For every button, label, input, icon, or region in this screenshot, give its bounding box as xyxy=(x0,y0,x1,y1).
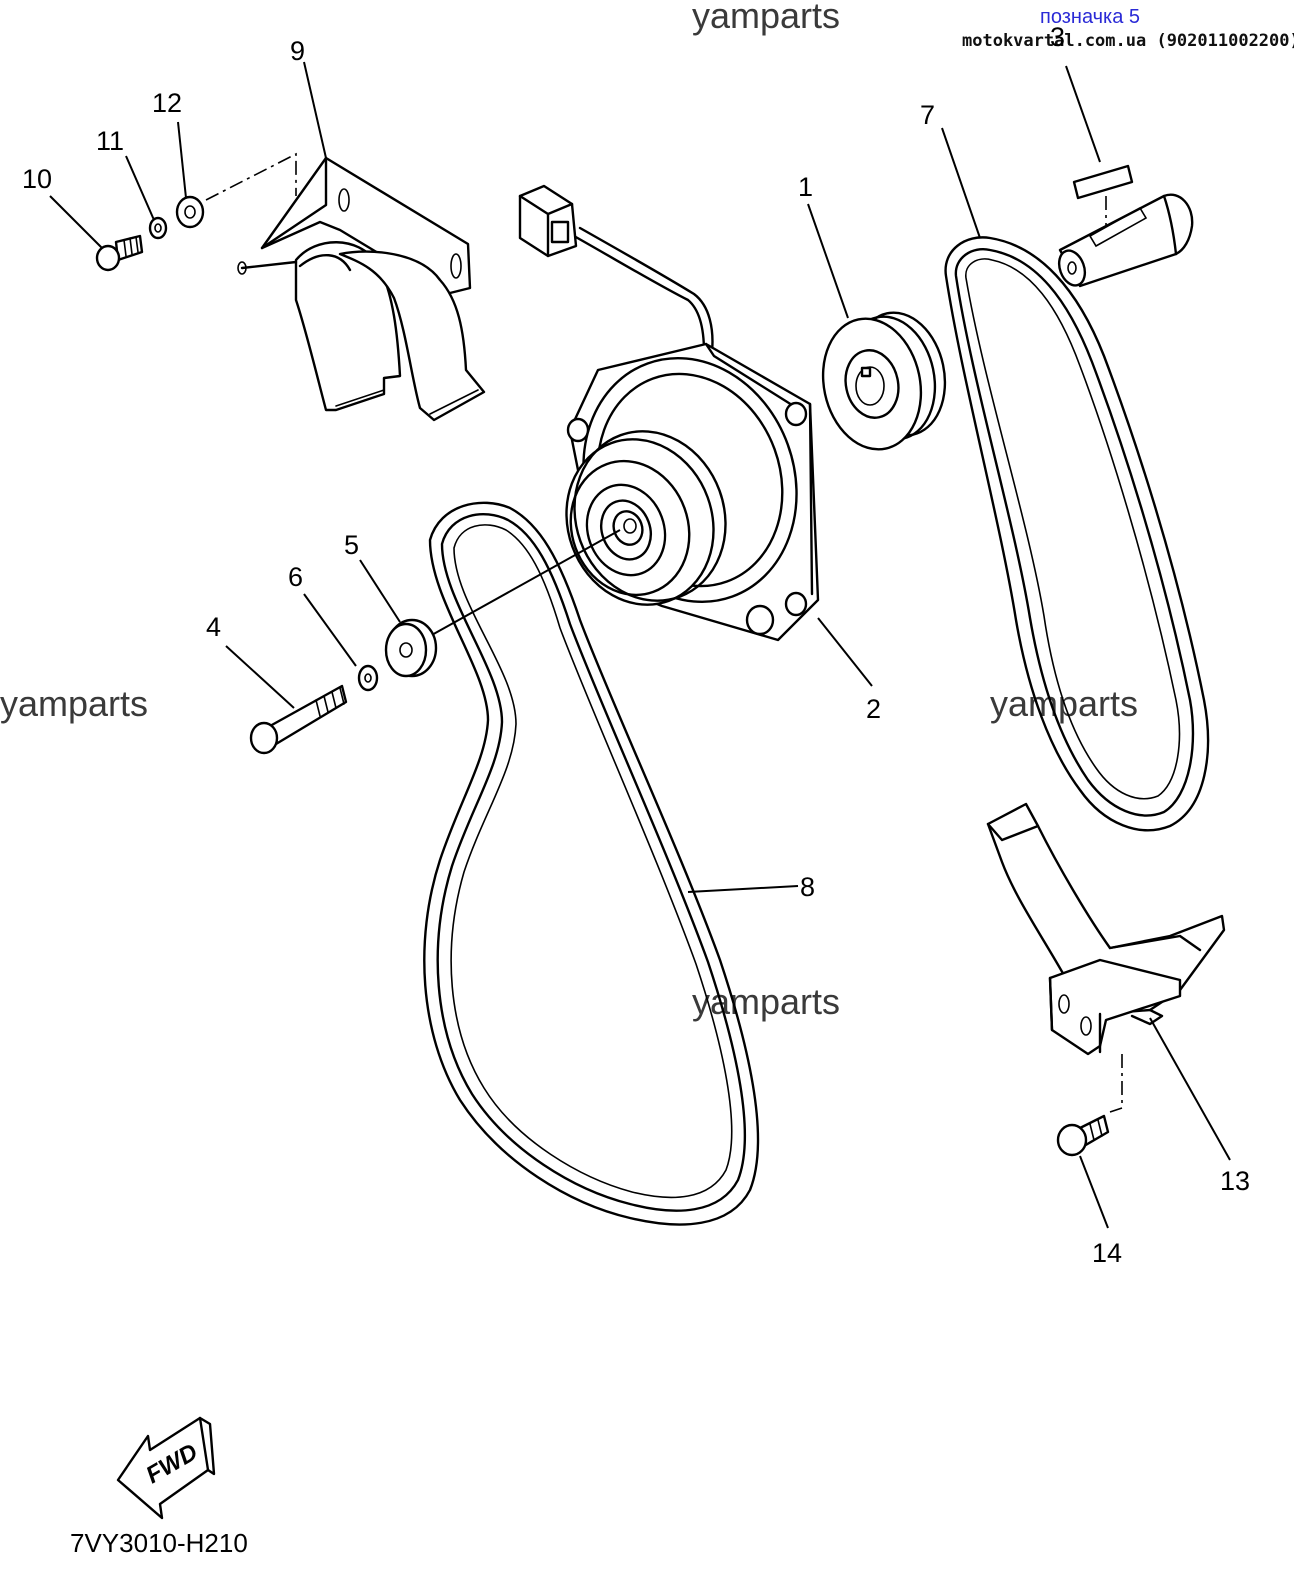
callout-7: 7 xyxy=(920,100,935,130)
part-10-bolt[interactable] xyxy=(95,234,144,272)
diagram-code: 7VY3010-H210 xyxy=(70,1528,248,1558)
callout-2: 2 xyxy=(866,694,881,724)
header-source: motokvartal.com.ua (902011002200) xyxy=(962,31,1294,51)
callout-12: 12 xyxy=(152,88,182,118)
part-3-key[interactable] xyxy=(1072,164,1134,200)
watermark-top: yamparts xyxy=(692,0,840,36)
part-4-bolt[interactable] xyxy=(249,684,348,755)
part-7-belt[interactable] xyxy=(944,236,1210,832)
callout-4: 4 xyxy=(206,612,221,642)
part-2-pump-assembly[interactable] xyxy=(518,184,830,642)
leader-lines xyxy=(49,61,1231,1229)
shaft xyxy=(1057,193,1194,288)
part-14-bolt[interactable] xyxy=(1056,1114,1110,1157)
watermark-left: yamparts xyxy=(0,683,148,724)
watermark-center: yamparts xyxy=(692,981,840,1022)
callout-8: 8 xyxy=(800,872,815,902)
part-6-lock-washer[interactable] xyxy=(357,664,379,692)
callout-11: 11 xyxy=(96,126,124,156)
part-13-bracket[interactable] xyxy=(986,802,1226,1056)
callout-3: 3 xyxy=(1050,22,1065,52)
header-tag: позначка 5 xyxy=(1040,6,1140,28)
callout-13: 13 xyxy=(1220,1166,1250,1196)
part-5-washer[interactable] xyxy=(384,618,438,678)
fwd-arrow: FWD xyxy=(116,1416,216,1520)
callout-5: 5 xyxy=(344,530,359,560)
callout-9: 9 xyxy=(290,36,305,66)
callout-1: 1 xyxy=(798,172,813,202)
part-9-bracket[interactable] xyxy=(237,156,486,422)
callout-6: 6 xyxy=(288,562,303,592)
callout-10: 10 xyxy=(22,164,52,194)
part-11-lock-washer[interactable] xyxy=(148,216,168,240)
callout-14: 14 xyxy=(1092,1238,1122,1268)
part-12-washer[interactable] xyxy=(175,195,205,229)
part-8-belt[interactable] xyxy=(423,501,760,1226)
part-1-pulley[interactable] xyxy=(811,304,956,458)
